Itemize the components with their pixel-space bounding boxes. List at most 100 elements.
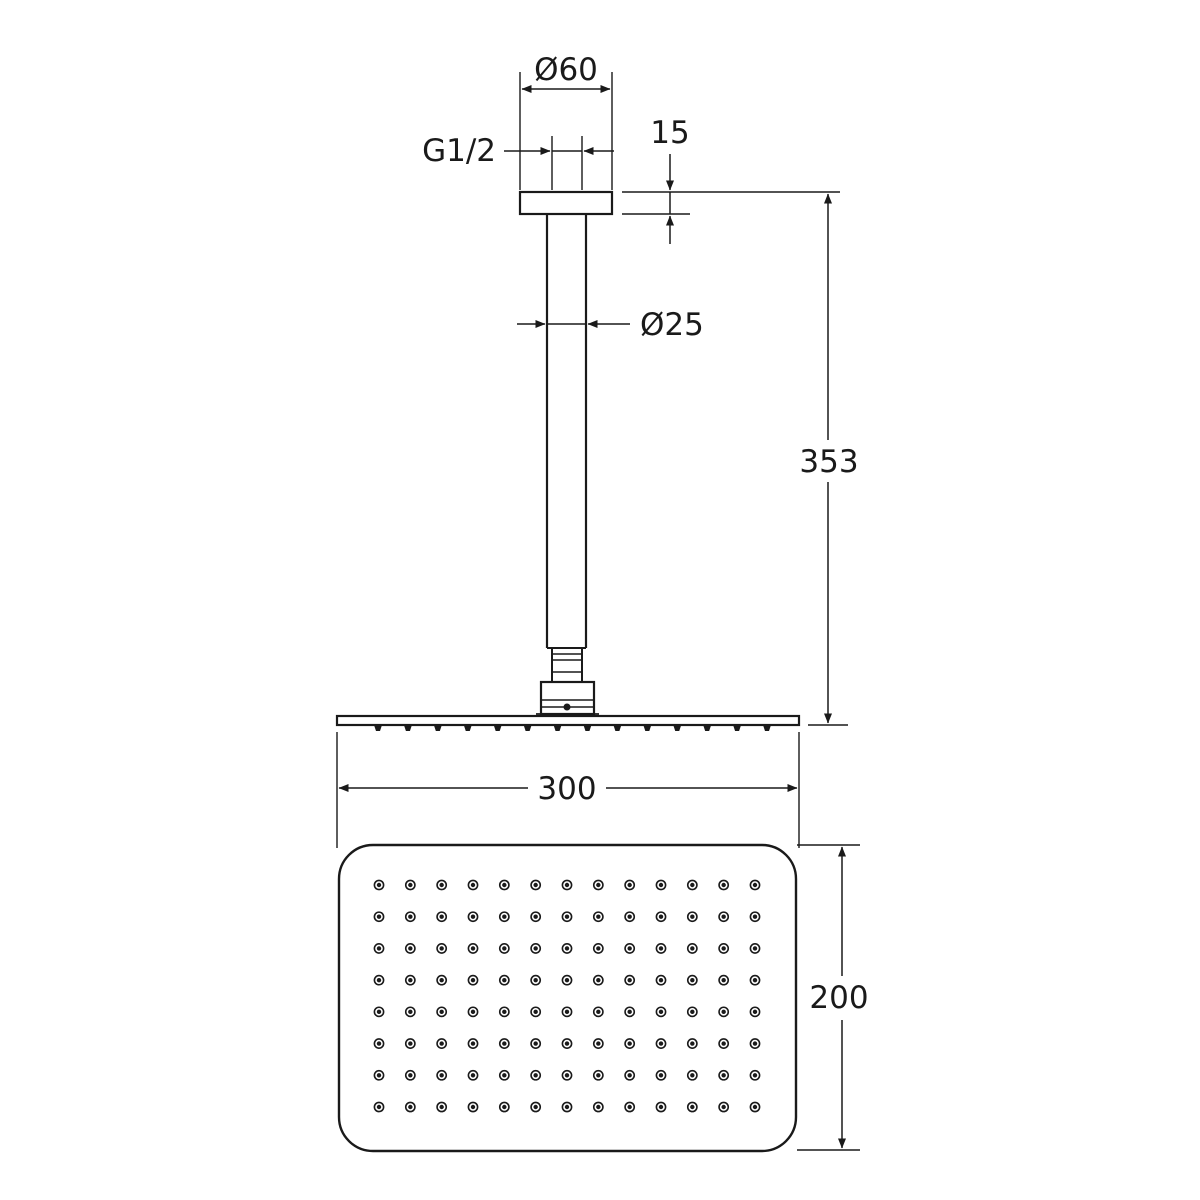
nozzle — [467, 1038, 479, 1049]
nozzle — [498, 1101, 510, 1113]
nozzle — [530, 1101, 542, 1113]
nozzle — [373, 1038, 385, 1049]
side-nozzle — [553, 725, 562, 731]
nozzle — [592, 974, 604, 986]
nozzle-center — [596, 977, 601, 983]
nozzle-center — [752, 1041, 758, 1046]
nozzle-center — [564, 977, 570, 983]
ceiling-flange — [518, 190, 614, 216]
dimension-thread: G1/2 — [422, 133, 614, 190]
nozzle-center — [627, 1009, 632, 1015]
nozzle-center — [627, 1104, 632, 1110]
nozzle — [530, 911, 542, 923]
nozzle-center — [627, 977, 632, 983]
nozzle — [749, 943, 761, 954]
nozzle — [498, 1006, 510, 1018]
nozzle-center — [408, 1104, 413, 1110]
nozzle-center — [721, 1009, 726, 1015]
nozzle — [561, 974, 573, 986]
nozzle — [592, 1038, 604, 1049]
nozzle-center — [658, 914, 664, 919]
nozzle-center — [408, 946, 413, 951]
dimension-arm-diameter: Ø25 — [517, 307, 704, 343]
nozzle-center — [533, 977, 538, 983]
nozzle — [624, 1038, 636, 1049]
nozzle — [592, 1069, 604, 1081]
nozzle — [498, 879, 510, 891]
nozzle-center — [502, 1041, 507, 1046]
nozzle — [686, 879, 698, 891]
nozzle-center — [658, 1104, 664, 1110]
nozzle-center — [408, 1073, 413, 1078]
nozzle-center — [596, 1104, 601, 1110]
nozzle-center — [439, 977, 444, 983]
nozzle — [718, 911, 730, 923]
nozzle-center — [721, 977, 726, 983]
nozzle-center — [564, 1041, 570, 1046]
label-flange-thickness: 15 — [650, 115, 689, 151]
nozzle — [686, 1038, 698, 1049]
side-nozzle — [613, 725, 622, 731]
nozzle-center — [564, 882, 570, 888]
nozzle-center — [596, 946, 601, 951]
nozzle — [373, 974, 385, 986]
shower-arm — [545, 214, 588, 649]
nozzle — [624, 943, 636, 954]
nozzle-center — [658, 1041, 664, 1046]
nozzle-center — [690, 914, 695, 919]
nozzle — [404, 879, 416, 891]
nozzle — [530, 1006, 542, 1018]
nozzle — [467, 911, 479, 923]
nozzle — [718, 1069, 730, 1081]
nozzle — [436, 1038, 448, 1049]
nozzle — [624, 879, 636, 891]
plan-view — [337, 843, 798, 1153]
nozzle — [436, 943, 448, 954]
nozzle — [530, 1038, 542, 1049]
nozzle-center — [533, 1073, 538, 1078]
nozzle-center — [596, 882, 601, 888]
nozzle-center — [564, 1104, 570, 1110]
label-overall-height: 353 — [799, 444, 858, 480]
nozzle — [655, 1006, 667, 1018]
nozzle-center — [627, 1041, 632, 1046]
nozzle-center — [376, 1041, 382, 1046]
nozzle — [718, 1006, 730, 1018]
nozzle-center — [470, 1073, 476, 1078]
nozzle — [404, 974, 416, 986]
nozzle-center — [752, 1073, 758, 1078]
nozzle — [436, 879, 448, 891]
swivel-connector — [536, 647, 599, 716]
nozzle — [467, 943, 479, 954]
nozzle-center — [596, 1009, 601, 1015]
side-elevation — [335, 190, 801, 731]
nozzle-center — [690, 1009, 695, 1015]
nozzle-center — [627, 914, 632, 919]
nozzle — [467, 879, 479, 891]
dimension-head-width: 300 — [336, 732, 800, 848]
nozzle — [686, 943, 698, 954]
side-nozzle — [733, 725, 742, 731]
nozzle — [373, 1101, 385, 1113]
side-nozzle — [523, 725, 532, 731]
nozzle — [561, 911, 573, 923]
nozzle-center — [439, 946, 444, 951]
label-head-width: 300 — [537, 771, 596, 807]
nozzle-center — [564, 946, 570, 951]
nozzle-center — [439, 914, 444, 919]
nozzle-center — [596, 914, 601, 919]
nozzle-center — [439, 1009, 444, 1015]
side-nozzle — [583, 725, 592, 731]
nozzle — [530, 879, 542, 891]
nozzle-center — [752, 882, 758, 888]
nozzle-center — [690, 977, 695, 983]
side-nozzle — [703, 725, 712, 731]
nozzle — [624, 1101, 636, 1113]
nozzle — [718, 974, 730, 986]
nozzle — [592, 911, 604, 923]
nozzle-center — [470, 914, 476, 919]
nozzle-center — [376, 977, 382, 983]
nozzle — [592, 879, 604, 891]
nozzle-center — [658, 1009, 664, 1015]
nozzle — [467, 1069, 479, 1081]
